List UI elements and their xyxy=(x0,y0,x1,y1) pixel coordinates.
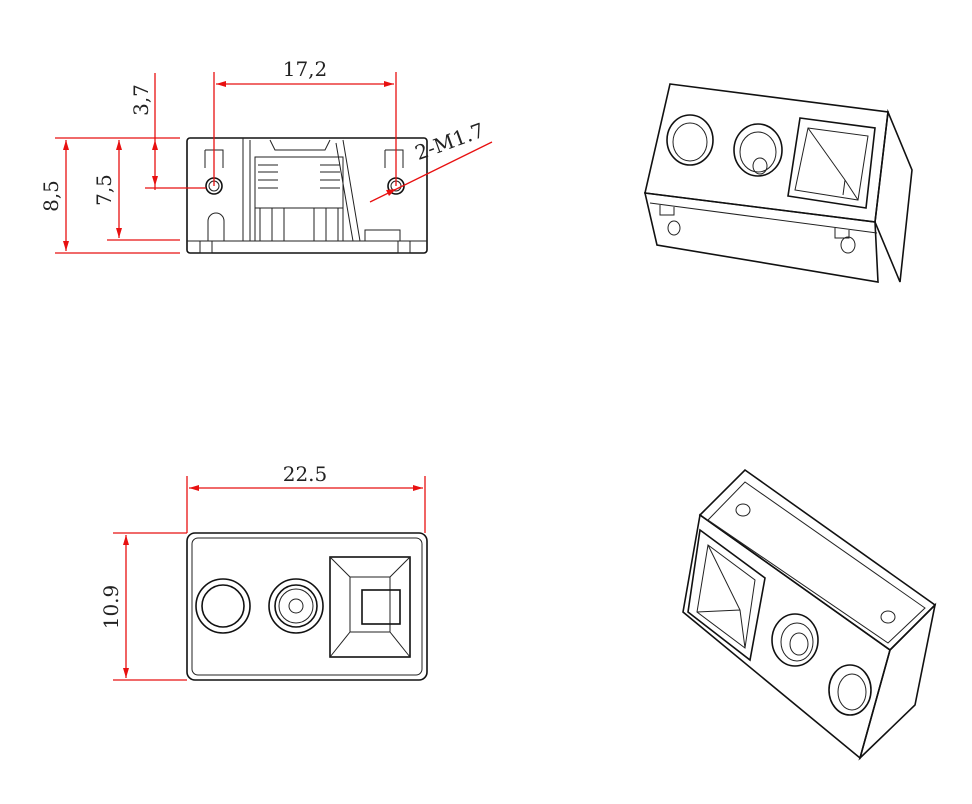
dim-hole-spacing: 17,2 xyxy=(283,57,328,81)
dim-width: 22.5 xyxy=(283,462,328,486)
thread-callout: 2-M1.7 xyxy=(412,118,488,165)
dim-body-height: 7,5 xyxy=(92,174,116,206)
front-view xyxy=(186,137,428,254)
front-view-dimensions: 17,2 3,7 8,5 7,5 2-M1.7 xyxy=(39,57,493,254)
top-view-dimensions: 22.5 10.9 xyxy=(99,462,426,681)
dim-hole-height: 3,7 xyxy=(129,84,153,116)
dim-total-height: 8,5 xyxy=(39,180,63,212)
isometric-view-top xyxy=(643,83,913,283)
top-view xyxy=(186,532,428,681)
dim-depth: 10.9 xyxy=(99,585,123,630)
isometric-view-bottom xyxy=(682,468,937,761)
